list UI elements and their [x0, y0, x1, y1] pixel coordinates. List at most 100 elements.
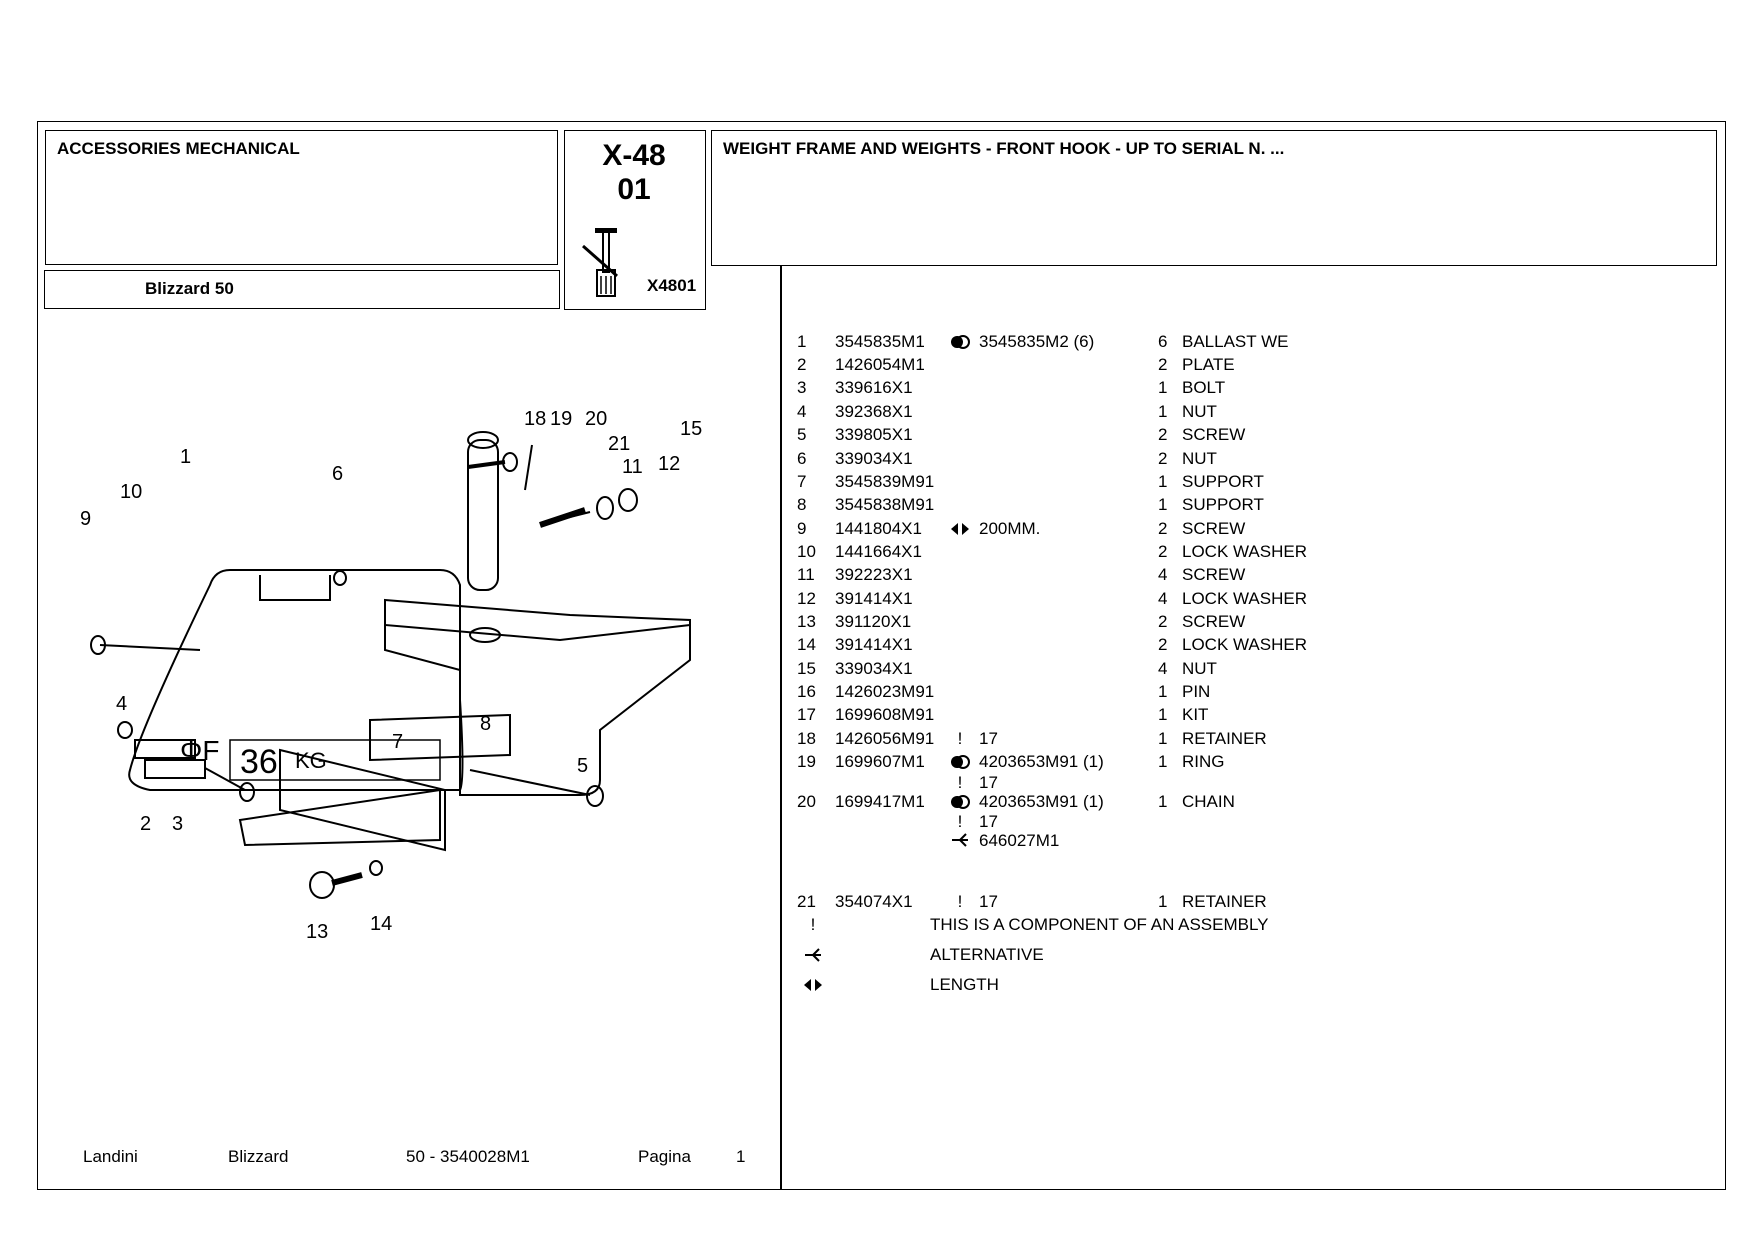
row-20-component-note: !17 — [949, 812, 998, 831]
parts-row: 6 339034X1 2 NUT — [797, 448, 1754, 470]
part-number: 391414X1 — [835, 589, 913, 608]
part-note: 200MM. — [979, 519, 1041, 538]
part-description: NUT — [1182, 402, 1217, 421]
callout-7: 7 — [392, 731, 403, 753]
part-quantity: 2 — [1158, 449, 1168, 468]
code-box: X-48 01 X4801 — [564, 130, 706, 310]
part-number: 1699608M91 — [835, 705, 935, 724]
interchange-icon — [949, 754, 971, 776]
callout-8: 8 — [480, 713, 491, 735]
sub-note-value: 646027M1 — [979, 831, 1060, 850]
part-item-number: 3 — [797, 378, 807, 397]
part-description: PLATE — [1182, 355, 1235, 374]
page-title: WEIGHT FRAME AND WEIGHTS - FRONT HOOK - … — [723, 139, 1285, 158]
part-item-number: 10 — [797, 542, 816, 561]
part-description: BALLAST WE — [1182, 332, 1289, 351]
callout-13: 13 — [306, 921, 328, 943]
part-quantity: 1 — [1158, 378, 1168, 397]
part-quantity: 1 — [1158, 402, 1168, 421]
footer-page-number: 1 — [736, 1147, 746, 1166]
row-19-component-note: !17 — [949, 773, 998, 792]
part-number: 1441804X1 — [835, 519, 922, 538]
part-description: LOCK WASHER — [1182, 542, 1308, 561]
part-quantity: 4 — [1158, 589, 1168, 608]
length-icon — [949, 521, 971, 543]
part-item-number: 21 — [797, 892, 816, 911]
part-description: LOCK WASHER — [1182, 589, 1308, 608]
part-quantity: 1 — [1158, 705, 1168, 724]
part-quantity: 2 — [1158, 355, 1168, 374]
support-tray-shape — [384, 598, 691, 796]
part-number: 339805X1 — [835, 425, 913, 444]
parts-row: 17 1699608M91 1 KIT — [797, 704, 1754, 726]
part-item-number: 13 — [797, 612, 816, 631]
part-item-number: 12 — [797, 589, 816, 608]
callout-19: 19 — [550, 408, 572, 430]
part-description: NUT — [1182, 449, 1217, 468]
page-frame — [37, 121, 1726, 1190]
part-quantity: 1 — [1158, 729, 1168, 748]
footer-page-label: Pagina — [638, 1147, 691, 1166]
title-box: WEIGHT FRAME AND WEIGHTS - FRONT HOOK - … — [711, 130, 1717, 266]
callout-21: 21 — [608, 433, 630, 455]
callout-15: 15 — [680, 418, 702, 440]
part-quantity: 2 — [1158, 425, 1168, 444]
callout-4: 4 — [116, 693, 127, 715]
part-number: 1426054M1 — [835, 355, 925, 374]
part-number: 391414X1 — [835, 635, 913, 654]
callout-20: 20 — [585, 408, 607, 430]
legend-text: THIS IS A COMPONENT OF AN ASSEMBLY — [930, 915, 1269, 934]
part-description: PIN — [1182, 682, 1211, 701]
part-description: RING — [1182, 752, 1225, 771]
component-icon: ! — [957, 812, 963, 831]
part-item-number: 19 — [797, 752, 816, 771]
part-item-number: 6 — [797, 449, 807, 468]
part-description: SCREW — [1182, 425, 1246, 444]
part-item-number: 9 — [797, 519, 807, 538]
part-number: 3545839M91 — [835, 472, 935, 491]
length-icon — [802, 977, 824, 999]
part-item-number: 1 — [797, 332, 807, 351]
interchange-icon — [949, 794, 971, 816]
part-number: 391120X1 — [835, 612, 912, 631]
part-number: 1699417M1 — [835, 792, 925, 811]
part-number: 339034X1 — [835, 449, 913, 468]
part-item-number: 15 — [797, 659, 816, 678]
part-description: KIT — [1182, 705, 1209, 724]
model-box: Blizzard 50 — [44, 270, 560, 309]
part-number: 1426056M91 — [835, 729, 935, 748]
sub-note-value: 17 — [979, 773, 998, 792]
part-number: 339034X1 — [835, 659, 913, 678]
alternative-icon — [802, 947, 824, 969]
legend-text: ALTERNATIVE — [930, 945, 1044, 964]
footer-brand: Landini — [83, 1147, 138, 1166]
part-item-number: 8 — [797, 495, 807, 514]
part-quantity: 1 — [1158, 682, 1168, 701]
alternative-icon — [949, 832, 971, 852]
part-item-number: 18 — [797, 729, 816, 748]
thumbnail-pin-icon — [582, 228, 618, 297]
part-number: 3545838M91 — [835, 495, 935, 514]
part-number: 1699607M1 — [835, 752, 925, 771]
footer-model-code: 50 - 3540028M1 — [406, 1147, 530, 1166]
part-item-number: 16 — [797, 682, 816, 701]
part-number: 339616X1 — [835, 378, 913, 397]
part-quantity: 1 — [1158, 472, 1168, 491]
part-item-number: 17 — [797, 705, 816, 724]
part-description: SCREW — [1182, 612, 1246, 631]
part-quantity: 1 — [1158, 892, 1168, 911]
legend-text: LENGTH — [930, 975, 999, 994]
part-note: 17 — [979, 729, 998, 748]
part-number: 392368X1 — [835, 402, 913, 421]
ballast-weight-shape — [128, 569, 464, 791]
group-code: X-48 — [602, 139, 666, 172]
